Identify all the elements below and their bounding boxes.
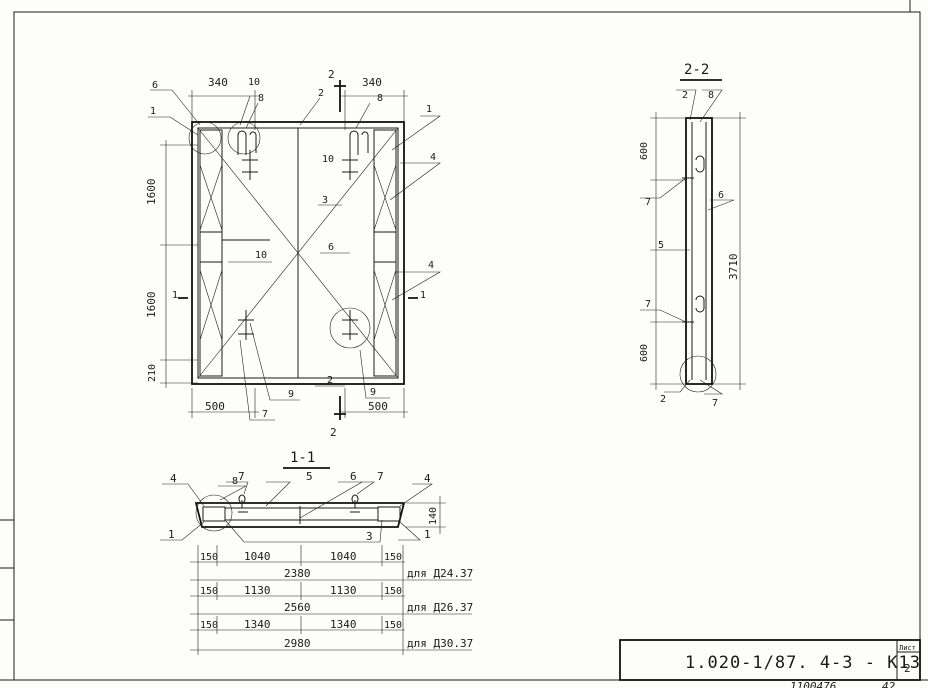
section-2-2-dim-bottom: 600 [639,344,650,362]
row2-part4: 150 [384,586,402,597]
row1-total: 2380 [284,567,311,580]
callout: 7 [377,470,384,483]
drawing-designation: 1.020-1/87. 4-3 - К13 [685,653,921,673]
title-block: 1.020-1/87. 4-3 - К13 Лист 2 1100476 42 [619,639,921,688]
callout: 10 [255,250,267,261]
plan-dim-bottom-right: 500 [368,400,388,413]
callout: 8 [708,90,714,101]
callout: 10 [322,154,334,165]
callout: 6 [718,190,724,201]
plan-dim-bottom-left: 500 [205,400,225,413]
stamp-page: 42 [882,680,896,688]
plan-dim-left-1: 1600 [145,179,158,206]
plan-dim-top-left: 340 [208,76,228,89]
callout: 7 [262,409,268,420]
callout: 4 [428,260,434,271]
row1-note: для Д24.37 [407,567,473,580]
callout: 7 [712,398,718,409]
callout: 6 [328,242,334,253]
section-1-1-title: 1-1 [290,450,315,466]
callout: 4 [424,472,431,485]
callout: 4 [170,472,177,485]
callout: 4 [430,152,436,163]
callout: 1 [426,104,432,115]
plan-dim-left-3: 210 [147,364,158,382]
callout: 7 [645,197,651,208]
row3-part1: 150 [200,620,218,631]
row1-part2: 1040 [244,550,271,563]
row1-part3: 1040 [330,550,357,563]
section-1-1-height-dim: 140 [428,507,439,525]
callout: 2 [682,90,688,101]
callout: 8 [377,93,383,104]
callout: 9 [370,387,376,398]
row3-note: для Д30.37 [407,637,473,650]
section-mark-left: 1 [172,290,178,301]
section-2-2-title: 2-2 [684,62,709,78]
stamp-number: 1100476 [790,680,837,688]
plan-dim-top-right: 340 [362,76,382,89]
callout: 6 [350,470,357,483]
row3-total: 2980 [284,637,311,650]
callout: 8 [232,476,238,487]
callout: 2 [327,375,333,386]
section-1-1-view [160,481,446,543]
row2-part1: 150 [200,586,218,597]
callout: 6 [152,80,158,91]
row3-part3: 1340 [330,618,357,631]
callout: 1 [150,106,156,117]
plan-view [160,80,418,420]
row3-part4: 150 [384,620,402,631]
callout: 5 [658,240,664,251]
callout: 7 [238,470,245,483]
sheet-label: Лист [899,644,916,652]
row1-part4: 150 [384,552,402,563]
row2-part3: 1130 [330,584,357,597]
row2-part2: 1130 [244,584,271,597]
callout: 9 [288,389,294,400]
callout: 3 [366,530,373,543]
callout: 3 [322,195,328,206]
section-mark-bottom: 2 [330,426,337,439]
callout: 1 [168,528,175,541]
row2-note: для Д26.37 [407,601,473,614]
section-mark-top: 2 [328,68,335,81]
callout: 2 [660,394,666,405]
dimension-rows [190,545,472,655]
callout: 10 [248,77,260,88]
callout: 5 [306,470,313,483]
callout: 8 [258,93,264,104]
sheet-number: 2 [904,662,911,675]
row3-part2: 1340 [244,618,271,631]
section-mark-right: 1 [420,290,426,301]
row1-part1: 150 [200,552,218,563]
section-2-2-dim-total: 3710 [727,254,740,281]
callout: 7 [645,299,651,310]
left-margin-boxes [0,519,14,621]
row2-total: 2560 [284,601,311,614]
plan-callouts [148,89,442,421]
section-2-2-dim-top: 600 [639,142,650,160]
plan-dim-left-2: 1600 [145,292,158,319]
section-2-2-view [640,89,746,395]
callout: 1 [424,528,431,541]
callout: 2 [318,88,324,99]
